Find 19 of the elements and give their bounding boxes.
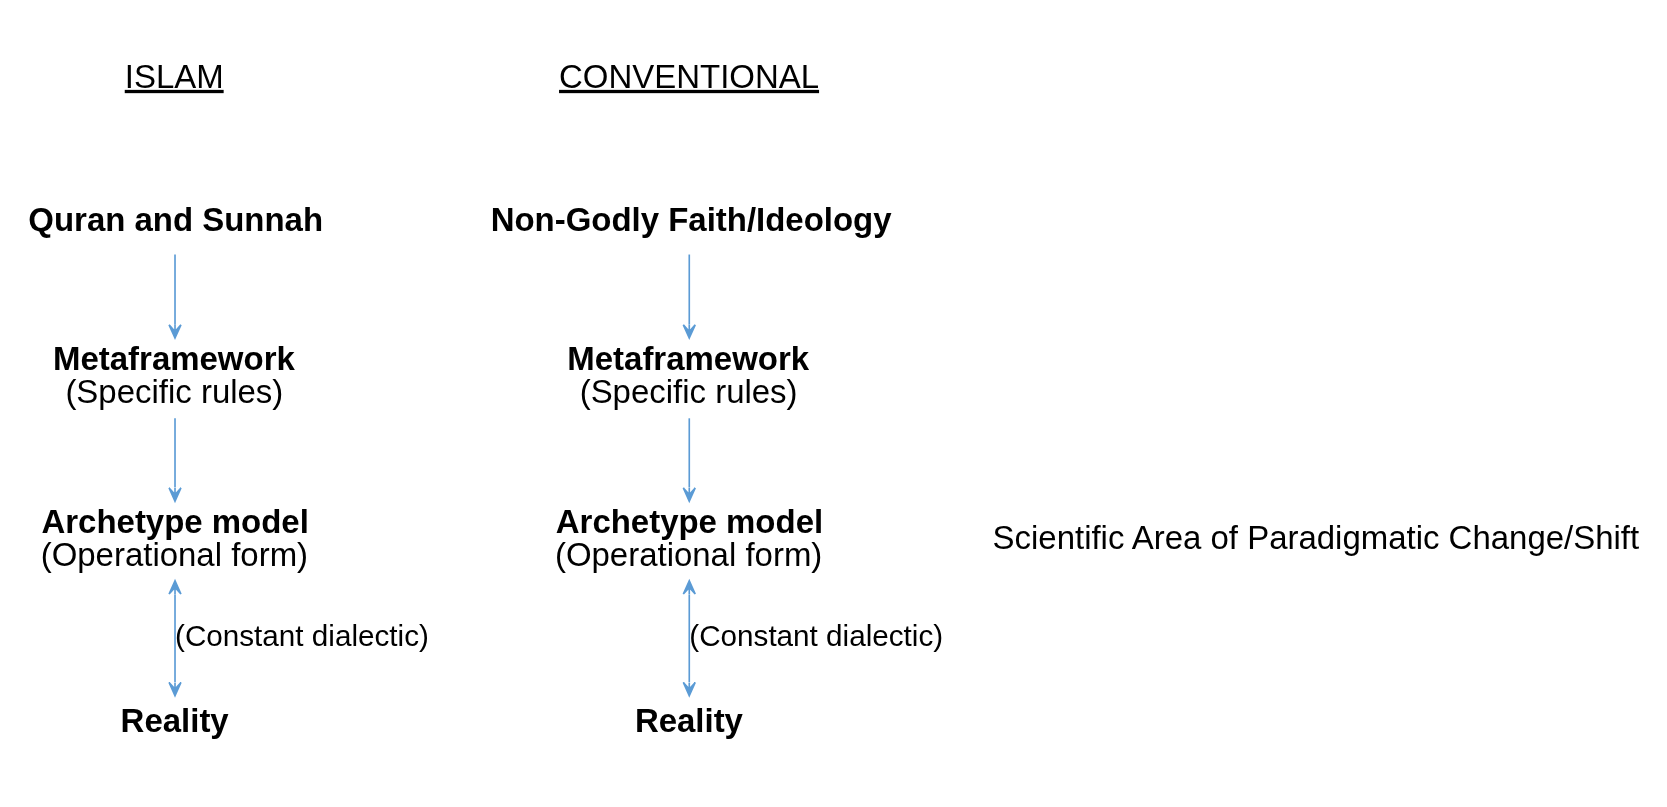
arrow [682, 417, 697, 502]
label: CONVENTIONAL [559, 57, 820, 95]
node-text: Archetype model (Operational form) [40, 502, 309, 573]
arrow [168, 417, 182, 502]
node-text: Quran and Sunnah [28, 201, 324, 239]
node-text: Metaframework (Specific rules) [53, 339, 295, 410]
node-text: Scientific Area of Paradigmatic Change/Shift [992, 519, 1640, 557]
node-text: Reality [634, 702, 743, 740]
edge-label: (Constant dialectic) [689, 618, 944, 652]
node-text: Metaframework (Specific rules) [567, 339, 810, 410]
edge-label: (Constant dialectic) [175, 618, 429, 652]
arrow [682, 253, 697, 339]
node-text: Non-Godly Faith/Ideology [490, 201, 892, 239]
arrow [168, 579, 182, 697]
node-text: Archetype model (Operational form) [554, 502, 824, 573]
label: ISLAM [124, 57, 224, 95]
node-text: Reality [120, 702, 229, 740]
arrow [168, 253, 182, 339]
arrow [682, 579, 697, 697]
